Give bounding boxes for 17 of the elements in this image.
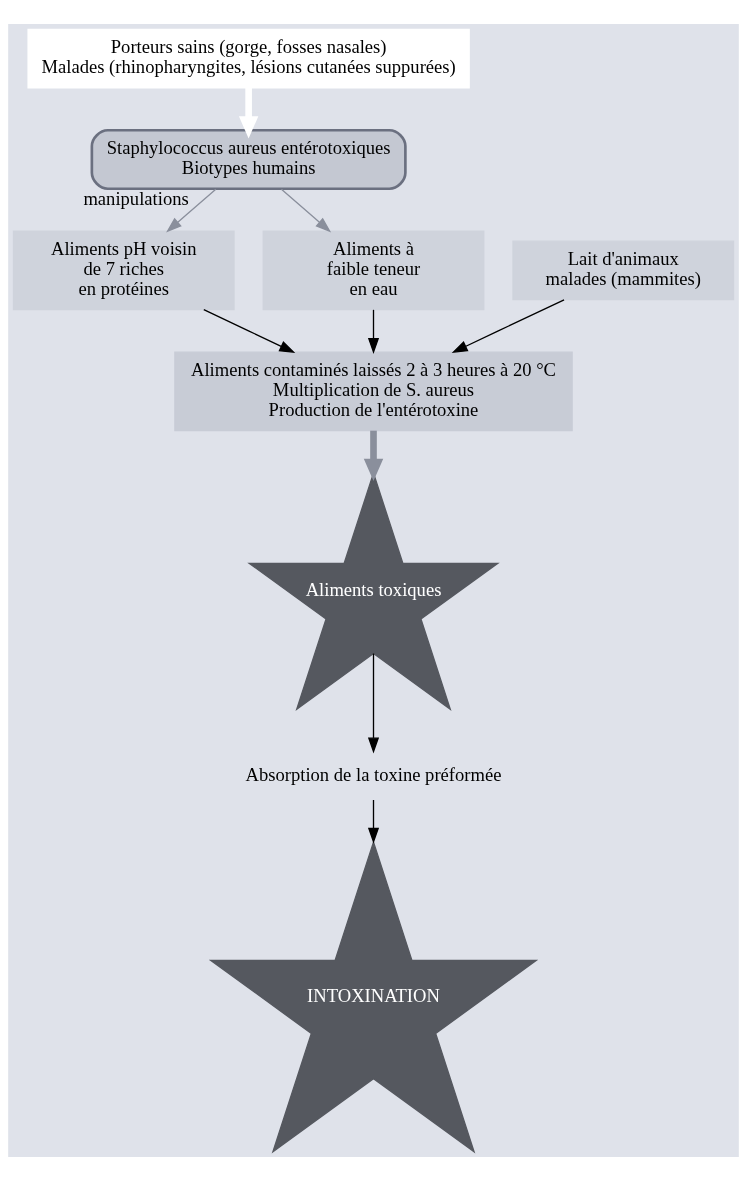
arrow: [166, 188, 217, 233]
node-box: Porteurs sains (gorge, fosses nasales) Malades (rhinopharyngites, lésions cutanées suppurées): [27, 28, 470, 89]
arrow: [367, 652, 380, 754]
arrow: [203, 309, 296, 353]
node-text: Absorption de la toxine préformée: [245, 763, 502, 785]
edge-label: manipulations: [83, 188, 189, 209]
arrow: [363, 430, 384, 481]
arrow: [238, 87, 259, 139]
arrow: [451, 299, 565, 353]
node-box: Aliments à faible teneur en eau: [262, 230, 485, 311]
arrow: [367, 799, 380, 844]
node-box: Lait d'animaux malades (mammites): [512, 240, 735, 301]
arrow: [367, 309, 380, 355]
node-box: Aliments contaminés laissés 2 à 3 heures à 20 °C Multiplication de S. aureus Production de l'entérotoxine: [174, 351, 573, 432]
node-box: Staphylococcus aureus entérotoxiques Biotypes humains: [90, 128, 407, 191]
node-box: Aliments pH voisin de 7 riches en protéines: [12, 230, 235, 311]
arrow: [280, 188, 332, 233]
